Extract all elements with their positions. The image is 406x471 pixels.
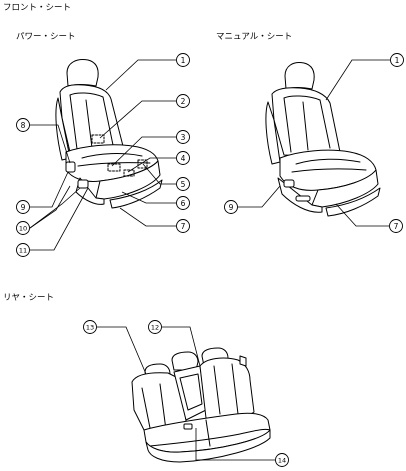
svg-text:10: 10 (19, 225, 27, 233)
svg-text:7: 7 (181, 222, 186, 231)
front-seat-heading: フロント・シート (3, 3, 72, 13)
callout-5: 5 (176, 177, 190, 191)
manual-seat-illustration (265, 62, 381, 217)
svg-text:11: 11 (19, 247, 27, 255)
svg-text:2: 2 (181, 97, 186, 106)
leader-lines (29, 59, 390, 461)
callout-4: 4 (176, 151, 190, 165)
svg-text:3: 3 (181, 133, 186, 142)
svg-text:9: 9 (229, 203, 234, 212)
svg-text:7: 7 (394, 222, 399, 231)
callout-3: 3 (176, 130, 190, 144)
callout-7: 7 (176, 219, 190, 233)
svg-text:6: 6 (181, 199, 186, 208)
manual-callout-7: 7 (389, 219, 403, 233)
svg-text:4: 4 (181, 154, 186, 163)
rear-callout-12: 12 (148, 320, 162, 334)
svg-text:8: 8 (21, 121, 26, 130)
svg-text:14: 14 (278, 457, 286, 465)
rear-seat-heading: リヤ・シート (3, 293, 55, 303)
svg-text:9: 9 (21, 203, 26, 212)
manual-callout-1: 1 (390, 53, 404, 67)
svg-text:1: 1 (395, 56, 400, 65)
manual-seat-heading: マニュアル・シート (216, 32, 293, 42)
svg-text:5: 5 (181, 180, 186, 189)
callout-1: 1 (176, 53, 190, 67)
callout-9: 9 (16, 200, 30, 214)
callout-6: 6 (176, 196, 190, 210)
callout-2: 2 (176, 94, 190, 108)
manual-callout-9: 9 (224, 200, 238, 214)
svg-text:13: 13 (86, 324, 94, 332)
svg-text:12: 12 (151, 324, 159, 332)
power-seat-heading: パワー・シート (16, 32, 76, 42)
callout-10: 10 (16, 221, 30, 235)
rear-seat-illustration (131, 347, 271, 463)
rear-callout-13: 13 (83, 320, 97, 334)
callout-8: 8 (16, 118, 30, 132)
callout-11: 11 (16, 243, 30, 257)
rear-callout-14: 14 (275, 453, 289, 467)
svg-text:1: 1 (181, 56, 186, 65)
